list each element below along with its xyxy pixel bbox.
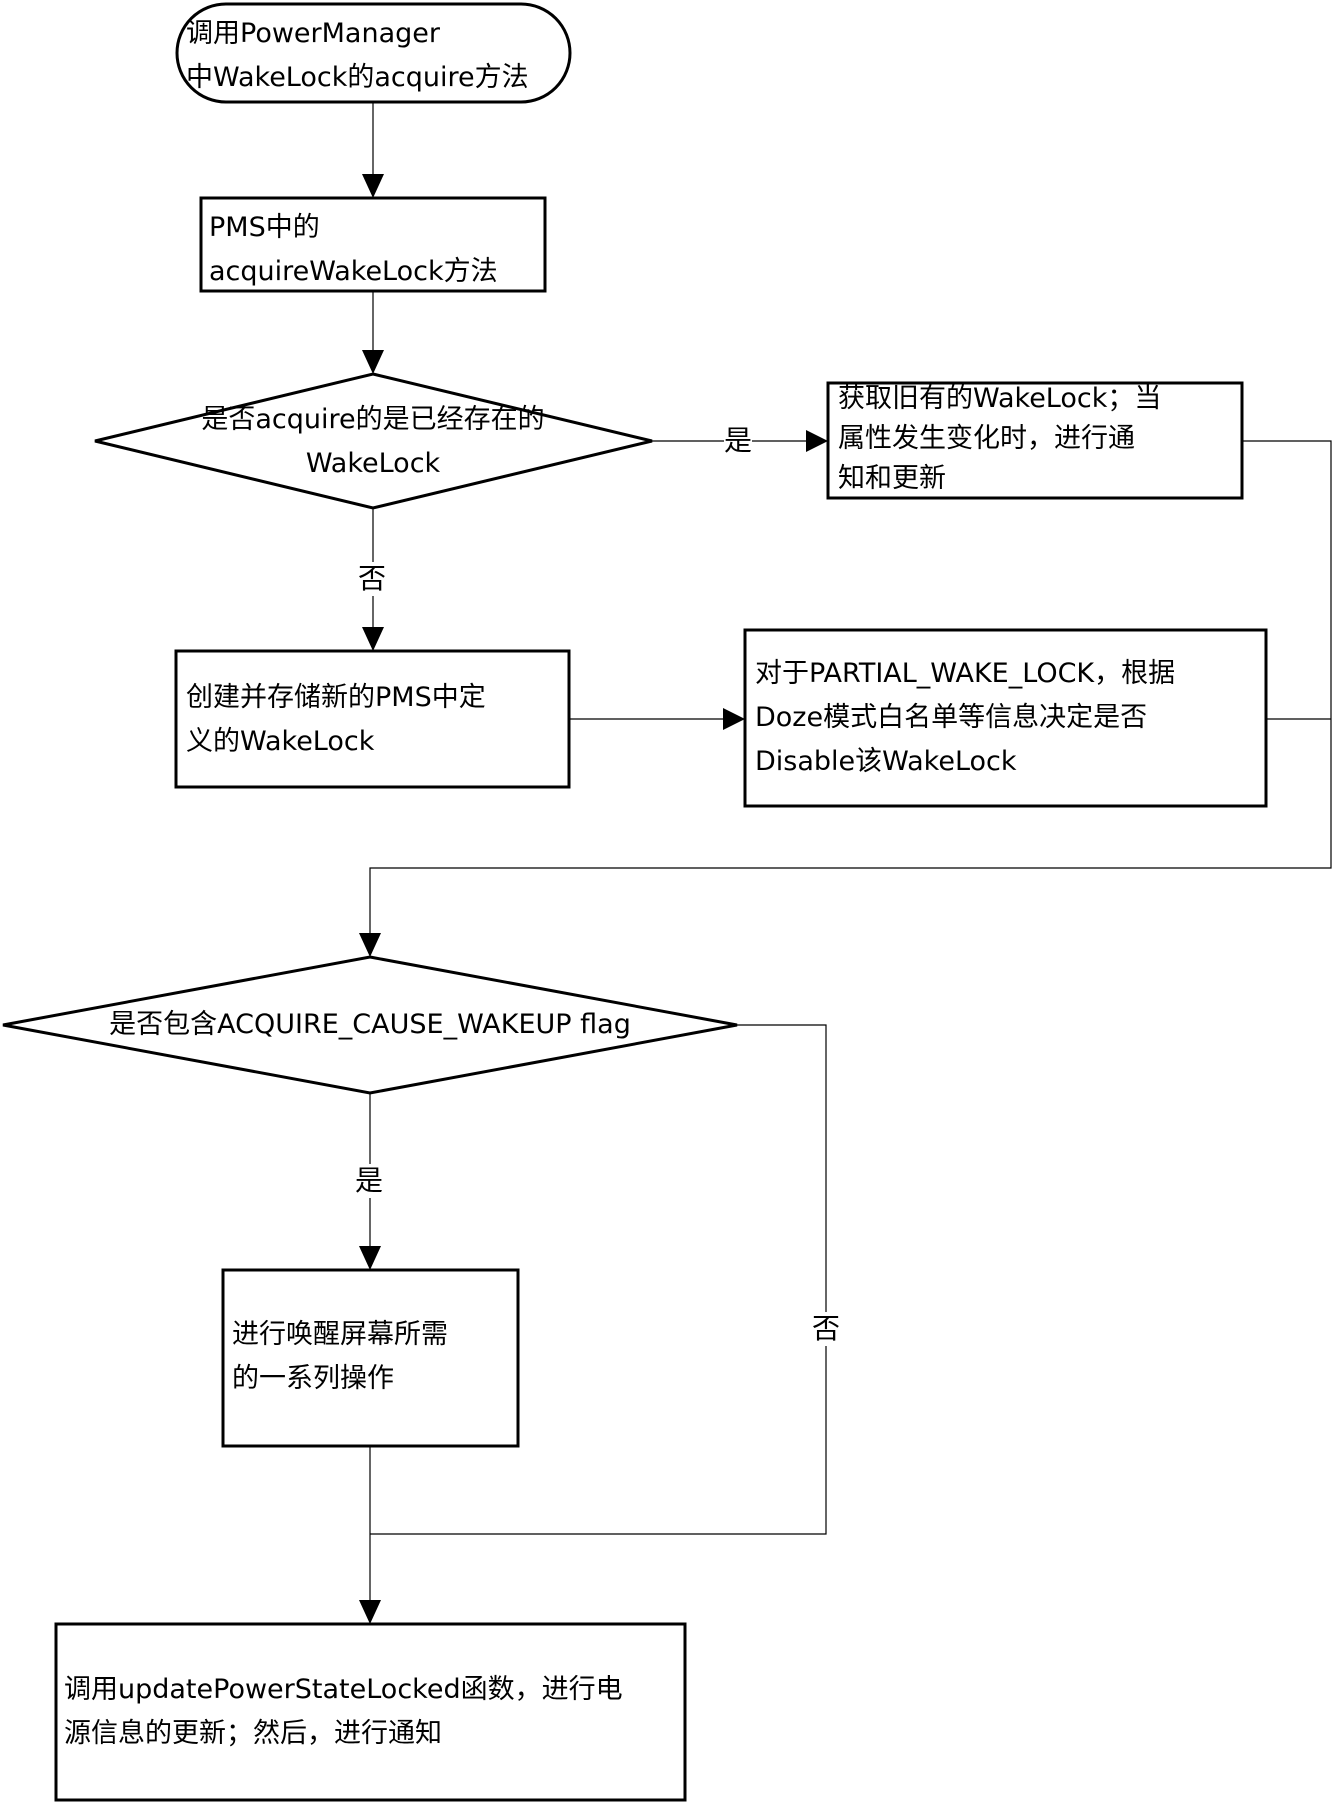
partial-wakelock-box [743,628,1268,808]
update-power-state-text: 调用updatePowerStateLocked函数，进行电 源信息的更新；然后… [64,1668,623,1756]
decision1-yes-label: 是 [724,424,753,458]
arrowhead [359,1600,381,1624]
text-line: 进行唤醒屏幕所需 [232,1319,448,1350]
update-power-state-box [54,1622,687,1802]
text-line: acquireWakeLock方法 [209,256,498,287]
decision2-no-label: 否 [812,1312,841,1346]
wake-screen-text: 进行唤醒屏幕所需 的一系列操作 [232,1313,448,1401]
text-line: 是否acquire的是已经存在的 [201,404,545,435]
connector-decision2-no [370,1024,827,1535]
decision2-text: 是否包含ACQUIRE_CAUSE_WAKEUP flag [109,1009,631,1040]
arrowhead [362,350,384,374]
text-line: Disable该WakeLock [755,746,1017,777]
text-line: 对于PARTIAL_WAKE_LOCK，根据 [755,658,1176,689]
text-line: 属性发生变化时，进行通 [838,423,1135,454]
decision1-text: 是否acquire的是已经存在的 WakeLock [160,398,586,486]
text-line: 义的WakeLock [186,726,375,757]
decision1-no-label: 否 [358,562,387,596]
text-line: 创建并存储新的PMS中定 [186,682,486,713]
connector-merge-right [369,440,1332,935]
text-line: 中WakeLock的acquire方法 [186,62,529,93]
text-line: 源信息的更新；然后，进行通知 [64,1718,442,1749]
arrowhead [362,627,384,651]
arrowhead [806,430,828,452]
text-line: 获取旧有的WakeLock；当 [838,383,1162,414]
text-line: WakeLock [305,448,441,479]
text-line: 知和更新 [838,463,946,494]
create-wakelock-box [174,649,571,789]
text-line: 调用updatePowerStateLocked函数，进行电 [64,1674,623,1705]
arrowhead [362,174,384,198]
existing-wakelock-box [826,381,1244,500]
text-line: PMS中的 [209,212,320,243]
decision2-yes-label: 是 [355,1164,384,1198]
existing-wakelock-text: 获取旧有的WakeLock；当 属性发生变化时，进行通 知和更新 [838,379,1161,499]
text-line: 调用PowerManager [186,18,440,49]
start-text: 调用PowerManager 中WakeLock的acquire方法 [186,12,529,100]
partial-wakelock-text: 对于PARTIAL_WAKE_LOCK，根据 Doze模式白名单等信息决定是否 … [755,652,1175,784]
arrowhead [359,1246,381,1270]
text-line: 的一系列操作 [232,1363,394,1394]
wake-screen-box [221,1268,520,1448]
create-wakelock-text: 创建并存储新的PMS中定 义的WakeLock [186,676,486,764]
text-line: Doze模式白名单等信息决定是否 [755,702,1148,733]
arrowhead [359,933,381,957]
arrowhead [723,708,745,730]
pms-text: PMS中的 acquireWakeLock方法 [209,206,498,294]
pms-process-box [199,196,547,293]
